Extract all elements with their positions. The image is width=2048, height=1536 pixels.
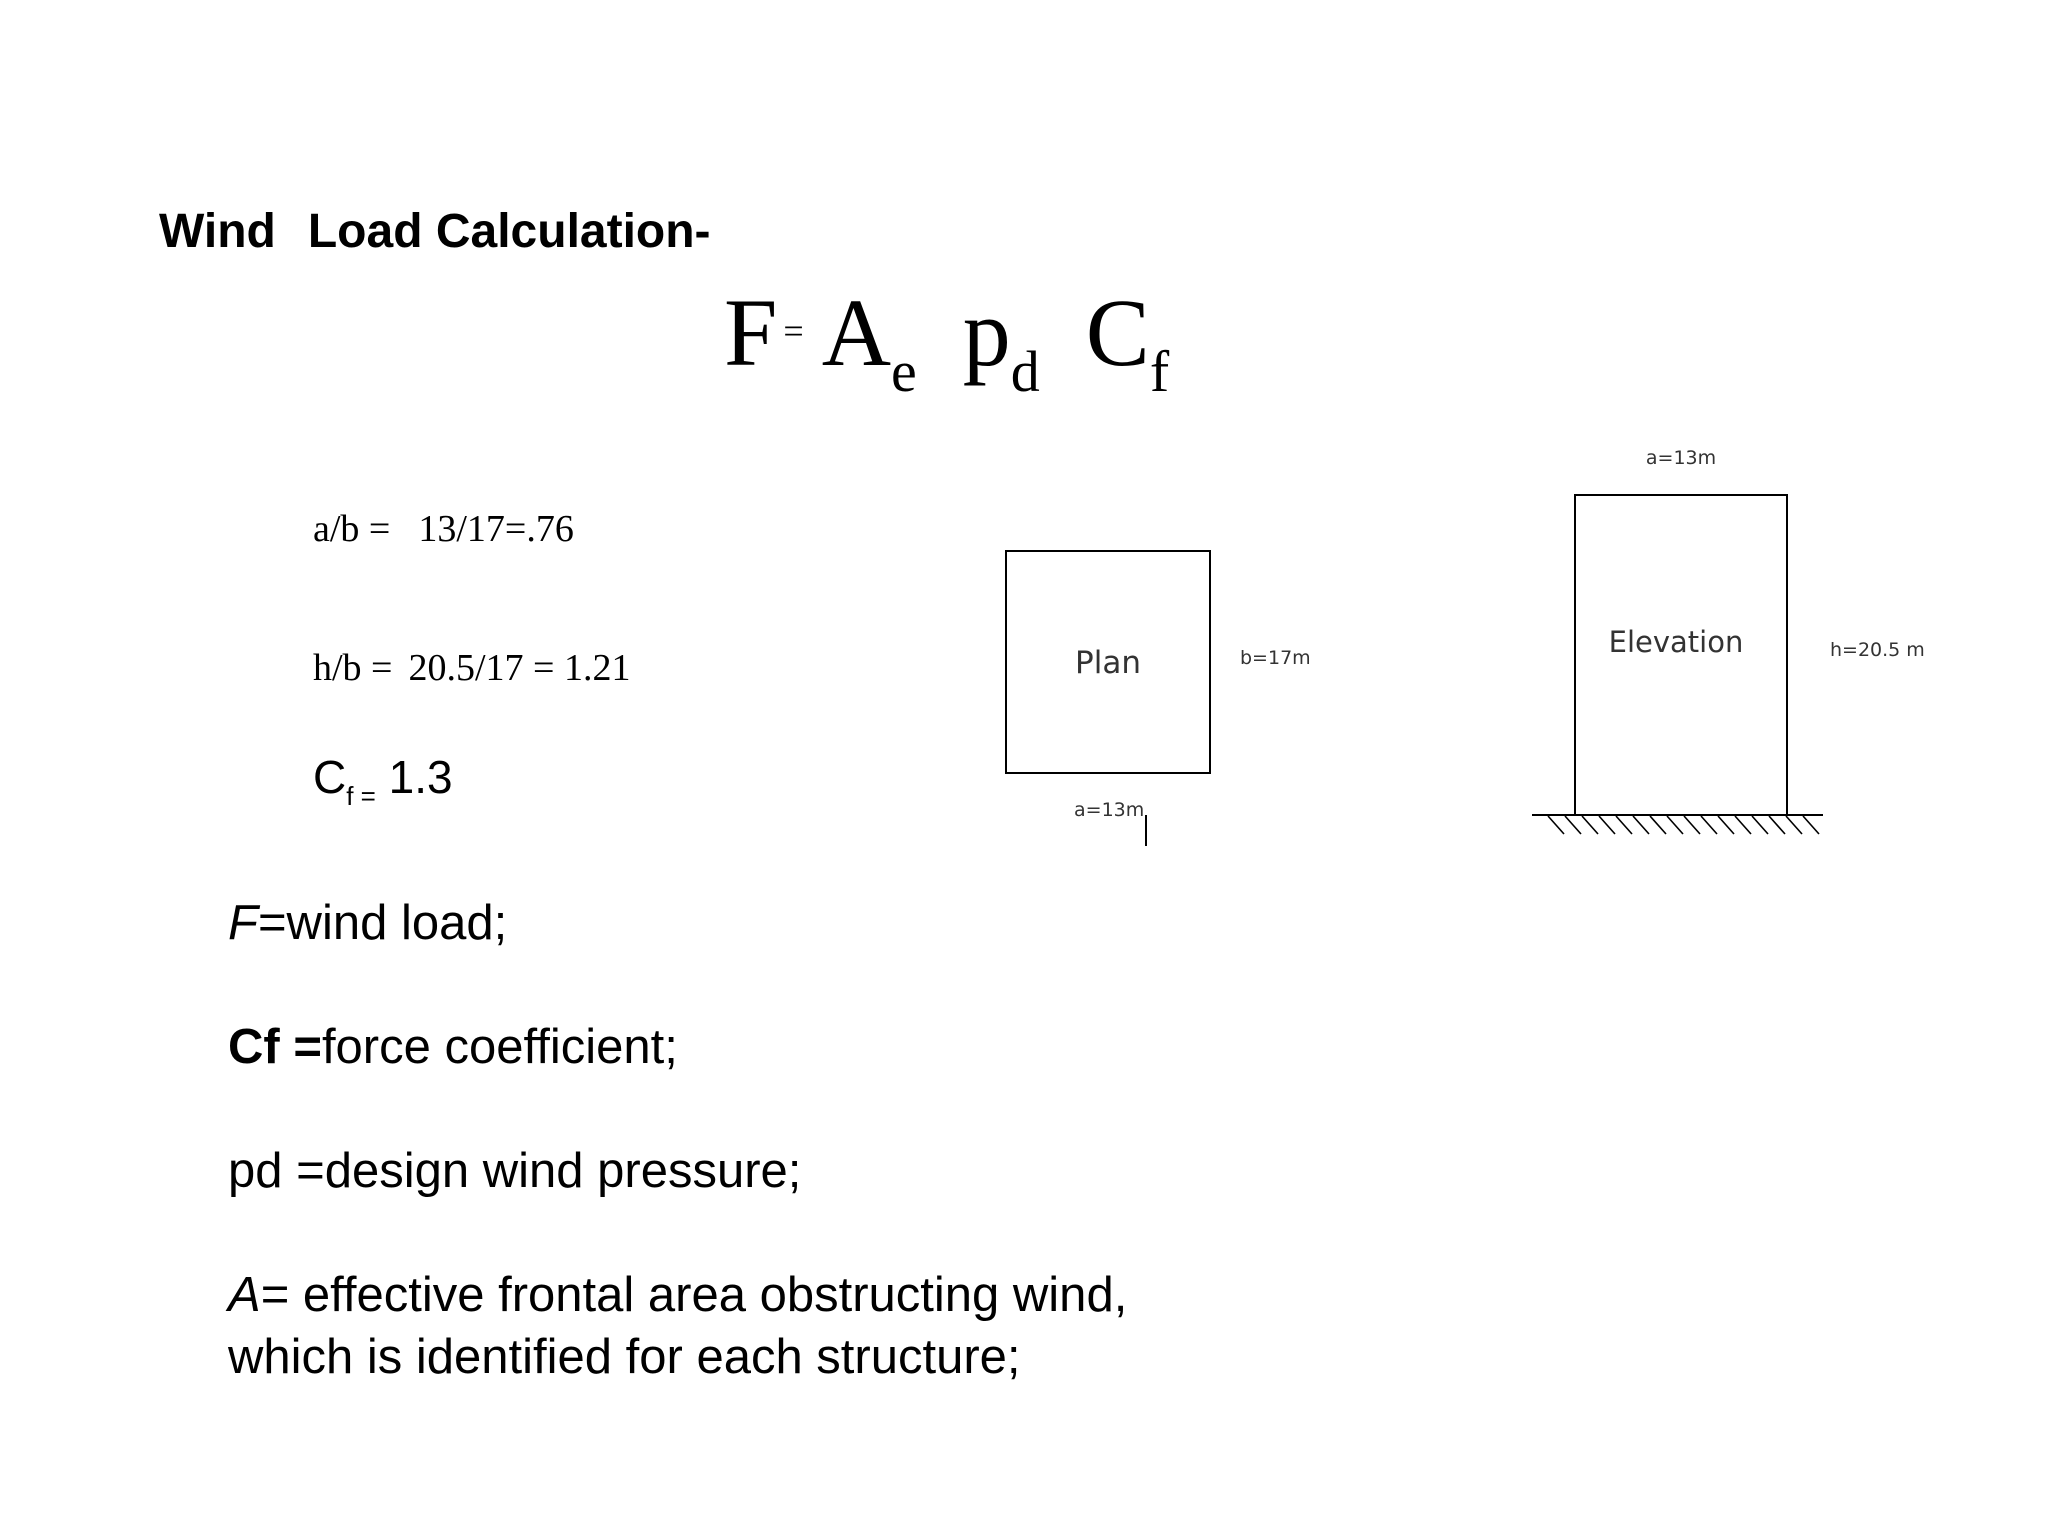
def-a-line2: which is identified for each structure;: [228, 1330, 1021, 1384]
force-coefficient-value: Cf = 1.3: [313, 750, 453, 809]
def-f-text: =wind load;: [257, 896, 508, 950]
def-cf-text: force coefficient;: [321, 1020, 678, 1074]
plan-depth-label: b=17m: [1240, 647, 1311, 669]
formula-c: C: [1085, 279, 1150, 386]
plan-width-label: a=13m: [1074, 799, 1144, 821]
def-a-term: A: [228, 1268, 261, 1322]
elevation-rectangle: [1574, 494, 1788, 816]
hatch-mark: [1666, 815, 1684, 835]
hatch-mark: [1768, 815, 1786, 835]
formula-c-sub: f: [1149, 339, 1170, 404]
ratio-ab-label: a/b =: [313, 508, 391, 550]
ratio-a-over-b: a/b = 13/17=.76: [313, 507, 574, 551]
formula-f: F: [724, 279, 778, 386]
def-pd-text: pd =design wind pressure;: [228, 1144, 802, 1198]
hatch-mark: [1700, 815, 1718, 835]
hatch-mark: [1683, 815, 1701, 835]
plan-rectangle: [1005, 550, 1211, 774]
formula-equals: =: [783, 311, 804, 351]
hatch-mark: [1598, 815, 1616, 835]
formula-a-sub: e: [891, 339, 917, 404]
definition-cf: Cf =force coefficient;: [228, 1016, 678, 1078]
elevation-diagram: a=13m Elevation h=20.5 m: [1532, 447, 1925, 835]
cf-number: 1.3: [388, 751, 453, 803]
hatch-mark: [1632, 815, 1650, 835]
hatch-mark: [1649, 815, 1667, 835]
cf-sub: f =: [346, 781, 376, 811]
hatch-mark: [1734, 815, 1752, 835]
plan-diagram: Plan b=17m a=13m: [1005, 550, 1311, 846]
elevation-width-label: a=13m: [1646, 447, 1716, 469]
def-a-line1: = effective frontal area obstructing win…: [260, 1268, 1128, 1322]
ratio-hb-label: h/b =: [313, 647, 393, 689]
title-word-wind: Wind: [159, 205, 276, 258]
definition-f: F=wind load;: [228, 892, 507, 954]
ground-hatching: [1547, 815, 1820, 835]
hatch-mark: [1802, 815, 1820, 835]
hatch-mark: [1564, 815, 1582, 835]
hatch-mark: [1547, 815, 1565, 835]
page-title: Wind Load Calculation-: [159, 204, 711, 259]
formula-p-sub: d: [1010, 339, 1040, 404]
title-word-rest: Load Calculation-: [307, 205, 711, 258]
definition-a: A= effective frontal area obstructing wi…: [228, 1264, 1127, 1388]
ratio-ab-value: 13/17=.76: [418, 508, 574, 550]
hatch-mark: [1717, 815, 1735, 835]
plan-label: Plan: [1075, 645, 1141, 681]
formula-p: p: [962, 279, 1011, 386]
formula-a: A: [821, 279, 892, 386]
def-cf-term: Cf =: [228, 1020, 322, 1074]
elevation-label: Elevation: [1609, 625, 1744, 659]
hatch-mark: [1581, 815, 1599, 835]
hatch-mark: [1751, 815, 1769, 835]
ratio-hb-value: 20.5/17 = 1.21: [408, 647, 631, 689]
def-f-term: F: [228, 896, 258, 950]
cf-symbol: C: [313, 751, 347, 803]
hatch-mark: [1785, 815, 1803, 835]
ratio-h-over-b: h/b = 20.5/17 = 1.21: [313, 646, 631, 690]
elevation-height-label: h=20.5 m: [1830, 639, 1925, 661]
hatch-mark: [1615, 815, 1633, 835]
definition-pd: pd =design wind pressure;: [228, 1140, 801, 1202]
